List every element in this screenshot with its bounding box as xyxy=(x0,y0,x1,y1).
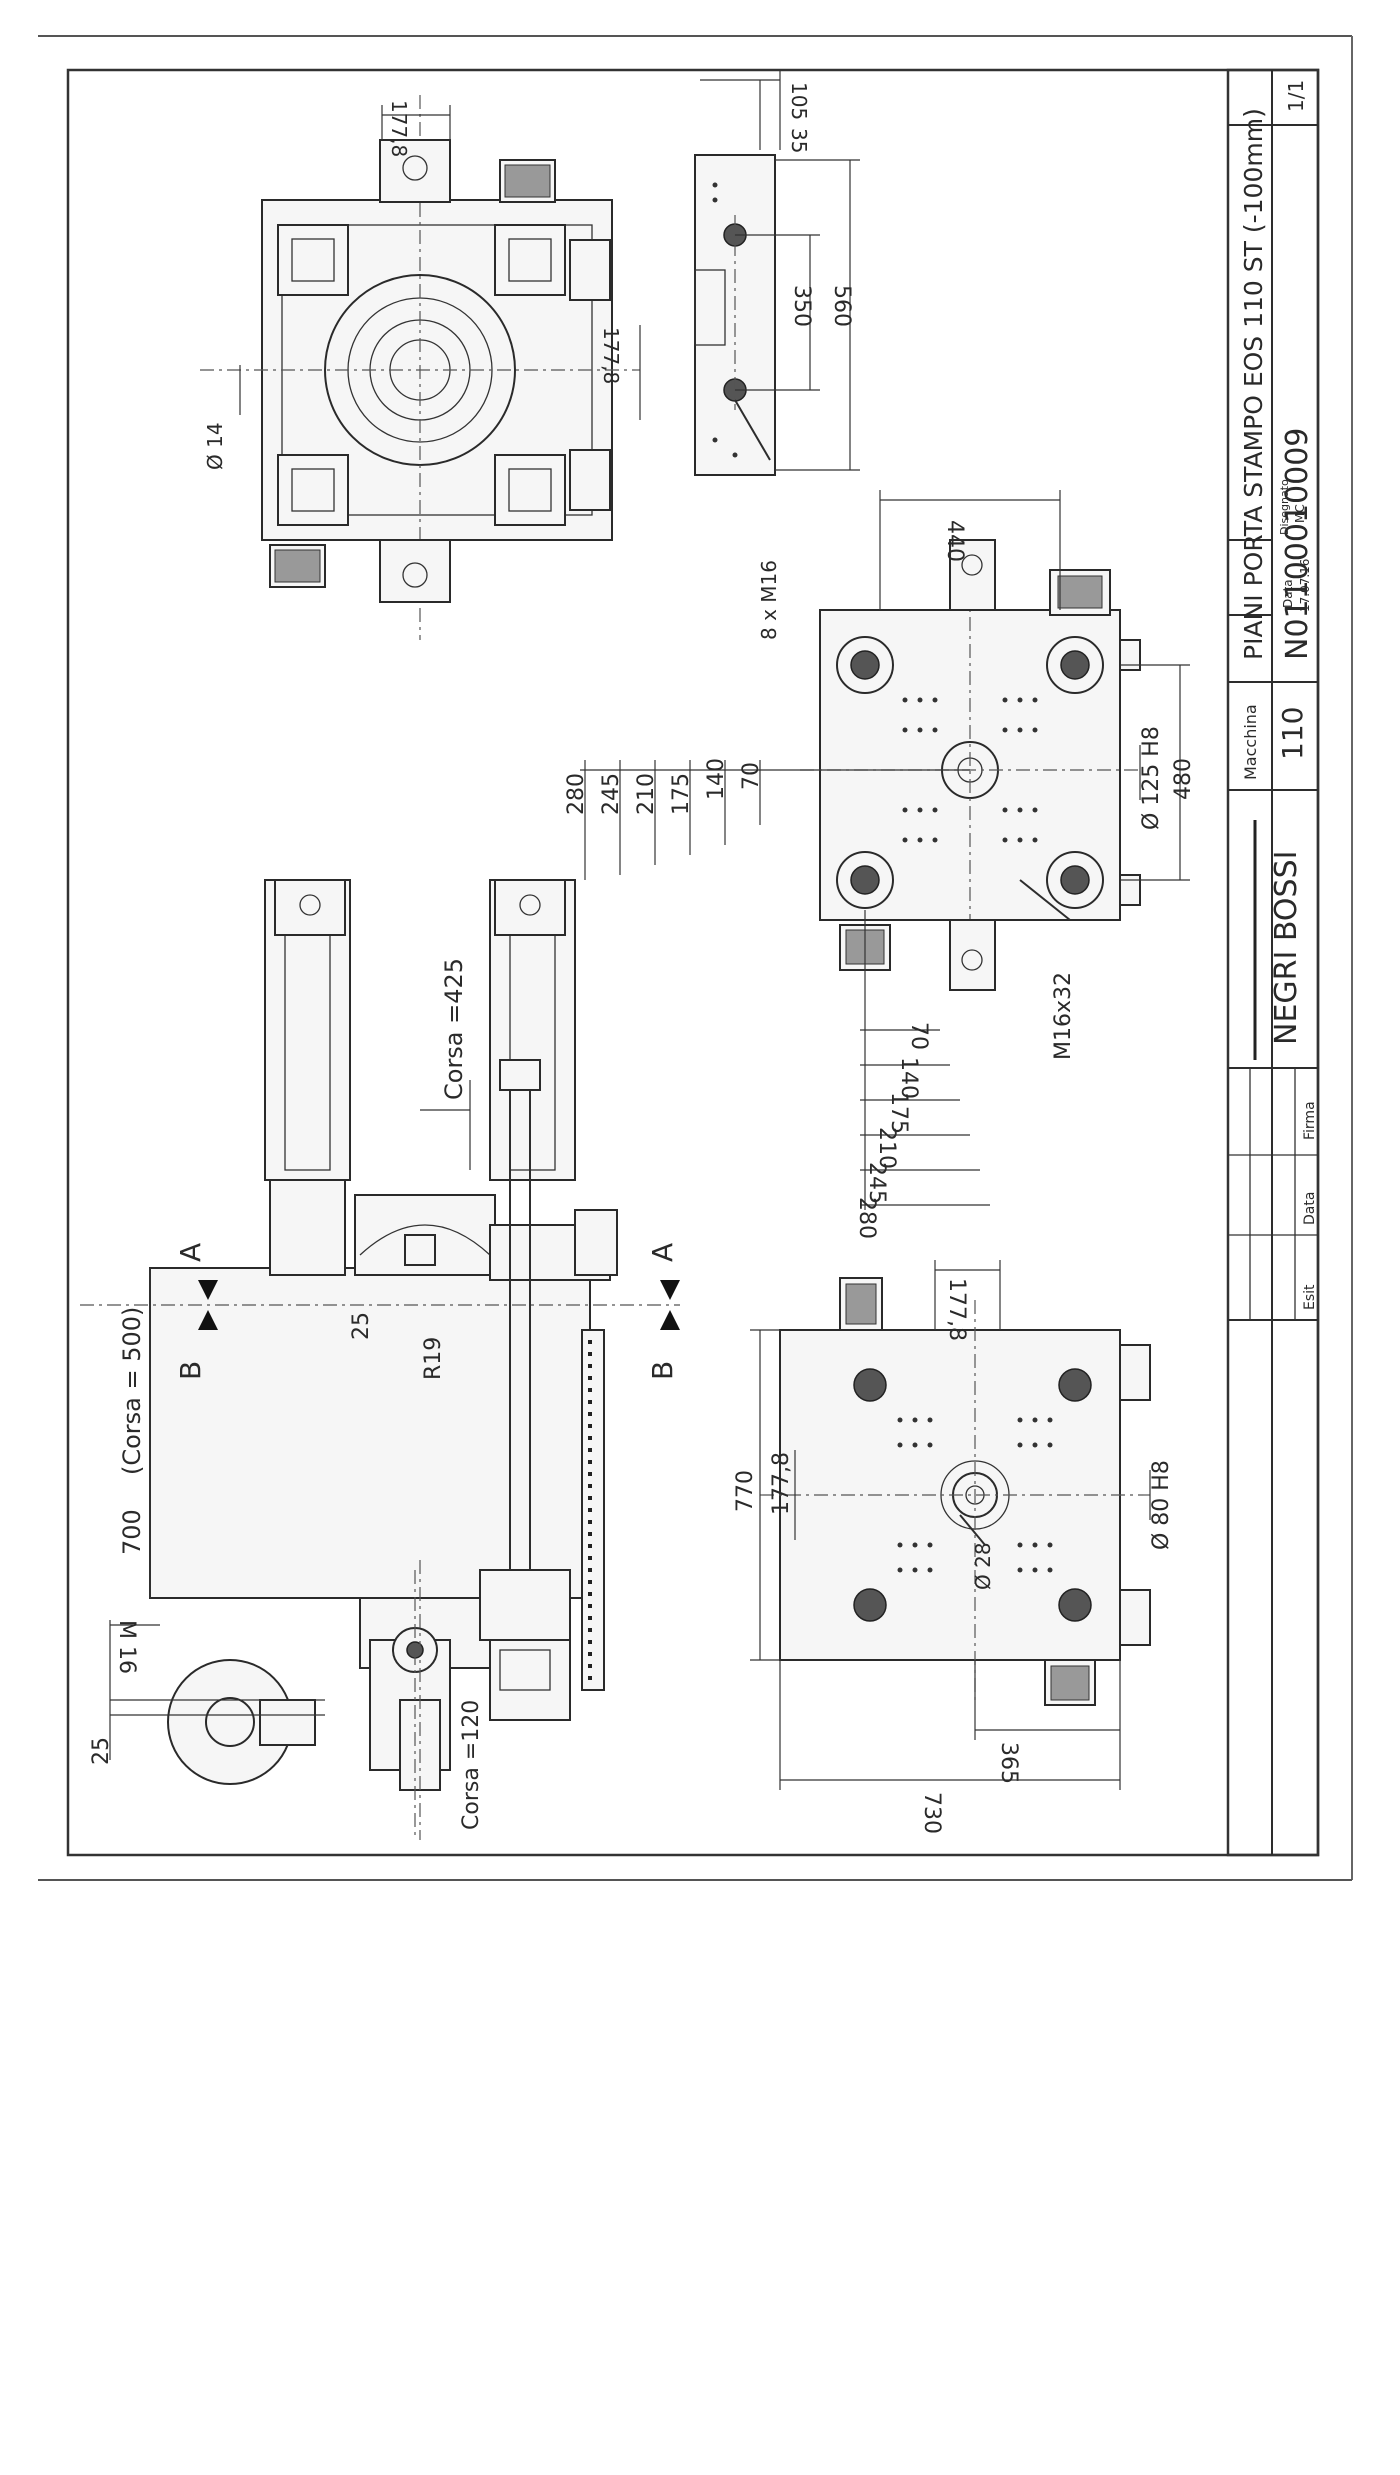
dim-moving-left-70: 70 xyxy=(739,762,764,790)
machine-label: Macchina xyxy=(1241,704,1260,780)
dim-moving-bottom-245: 245 xyxy=(864,1162,889,1204)
dim-side-r19: R19 xyxy=(421,1337,446,1380)
dim-moving-480: 480 xyxy=(1171,758,1196,800)
title-block: PIANI PORTA STAMPO EOS 110 ST (-100mm) N… xyxy=(1226,68,1320,1857)
machine-value: 110 xyxy=(1276,707,1309,760)
dim-detail-560: 560 xyxy=(829,285,854,327)
date-label: Data xyxy=(1281,579,1295,608)
rev-header-data: Data xyxy=(1302,1192,1318,1225)
dim-fixed-365: 365 xyxy=(996,1742,1021,1784)
hole-pattern xyxy=(902,697,1038,843)
dim-fixed-770: 770 xyxy=(733,1470,758,1512)
dim-fixed-730: 730 xyxy=(919,1792,944,1834)
dim-moving-125h8: Ø 125 H8 xyxy=(1139,726,1164,830)
dim-fixed-177-8-v: 177,8 xyxy=(769,1452,794,1515)
dim-moving-bottom-280: 280 xyxy=(854,1197,879,1239)
dim-moving-440: 440 xyxy=(942,520,967,562)
dim-moving-bottom-140: 140 xyxy=(896,1057,921,1099)
dim-moving-m16x32: M16x32 xyxy=(1051,972,1076,1060)
rev-header-firma: Firma xyxy=(1302,1101,1318,1140)
drawn-label: Disegnato xyxy=(1278,479,1291,535)
dim-fixed-80h8: Ø 80 H8 xyxy=(1149,1460,1174,1550)
drawing-title: PIANI PORTA STAMPO EOS 110 ST (-100mm) xyxy=(1239,108,1268,660)
dim-side-corsa425: Corsa =425 xyxy=(440,958,468,1100)
rev-header-esit: Esit xyxy=(1302,1284,1318,1310)
dim-side-700: 700 xyxy=(118,1509,146,1555)
section-b-right: B xyxy=(646,1361,679,1380)
dim-side-corsa120: Corsa =120 xyxy=(459,1700,484,1830)
dim-detail-350: 350 xyxy=(789,285,814,327)
dim-moving-left-280: 280 xyxy=(564,773,589,815)
section-b-left: B xyxy=(174,1361,207,1380)
company-name: NEGRI BOSSI xyxy=(1269,851,1304,1045)
dim-detail-35: 35 xyxy=(787,128,811,153)
dim-moving-bottom-175: 175 xyxy=(886,1092,911,1134)
dim-detail-8xm16: 8 x M16 xyxy=(757,560,781,640)
dim-fixed-28: Ø 28 xyxy=(971,1542,995,1590)
top-view: 177,8 177,8 Ø 14 xyxy=(200,95,641,640)
dim-side-corsa500: (Corsa = 500) xyxy=(118,1307,146,1475)
drawn-value: MC xyxy=(1293,504,1307,523)
dim-top-diam14: Ø 14 xyxy=(203,422,227,470)
fixed-platen-view: 177,8 770 177,8 Ø 80 H8 Ø 28 365 730 xyxy=(733,1260,1174,1834)
detail-view: 105 35 350 560 8 x M16 xyxy=(694,70,860,640)
dim-side-25-left: 25 xyxy=(89,1737,114,1765)
dim-top-177-8-a: 177,8 xyxy=(387,100,411,157)
dim-fixed-177-8: 177,8 xyxy=(944,1278,969,1341)
dim-moving-left-210: 210 xyxy=(634,773,659,815)
section-a-left: A xyxy=(174,1243,207,1262)
dim-top-177-8-b: 177,8 xyxy=(599,327,623,384)
dim-moving-left-140: 140 xyxy=(704,758,729,800)
side-view: 25 M 16 700 (Corsa = 500) B A B A 25 R19… xyxy=(80,879,680,1840)
hole-pattern-fixed xyxy=(897,1417,1053,1573)
section-a-right: A xyxy=(646,1243,679,1262)
drawing-number: N01100010009 xyxy=(1280,428,1315,660)
dim-side-m16: M 16 xyxy=(114,1620,139,1674)
date-value: 17.07.16 xyxy=(1298,559,1312,612)
dim-moving-bottom-70: 70 xyxy=(906,1022,931,1050)
dim-moving-left-245: 245 xyxy=(599,773,624,815)
moving-platen-view: 440 280 245 210 175 140 70 70 140 17 xyxy=(564,490,1196,1239)
dim-moving-left-175: 175 xyxy=(669,773,694,815)
dim-detail-105: 105 xyxy=(787,82,811,120)
dim-moving-bottom-210: 210 xyxy=(874,1127,899,1169)
dim-side-25: 25 xyxy=(349,1312,374,1340)
sheet-number: 1/1 xyxy=(1284,80,1308,112)
